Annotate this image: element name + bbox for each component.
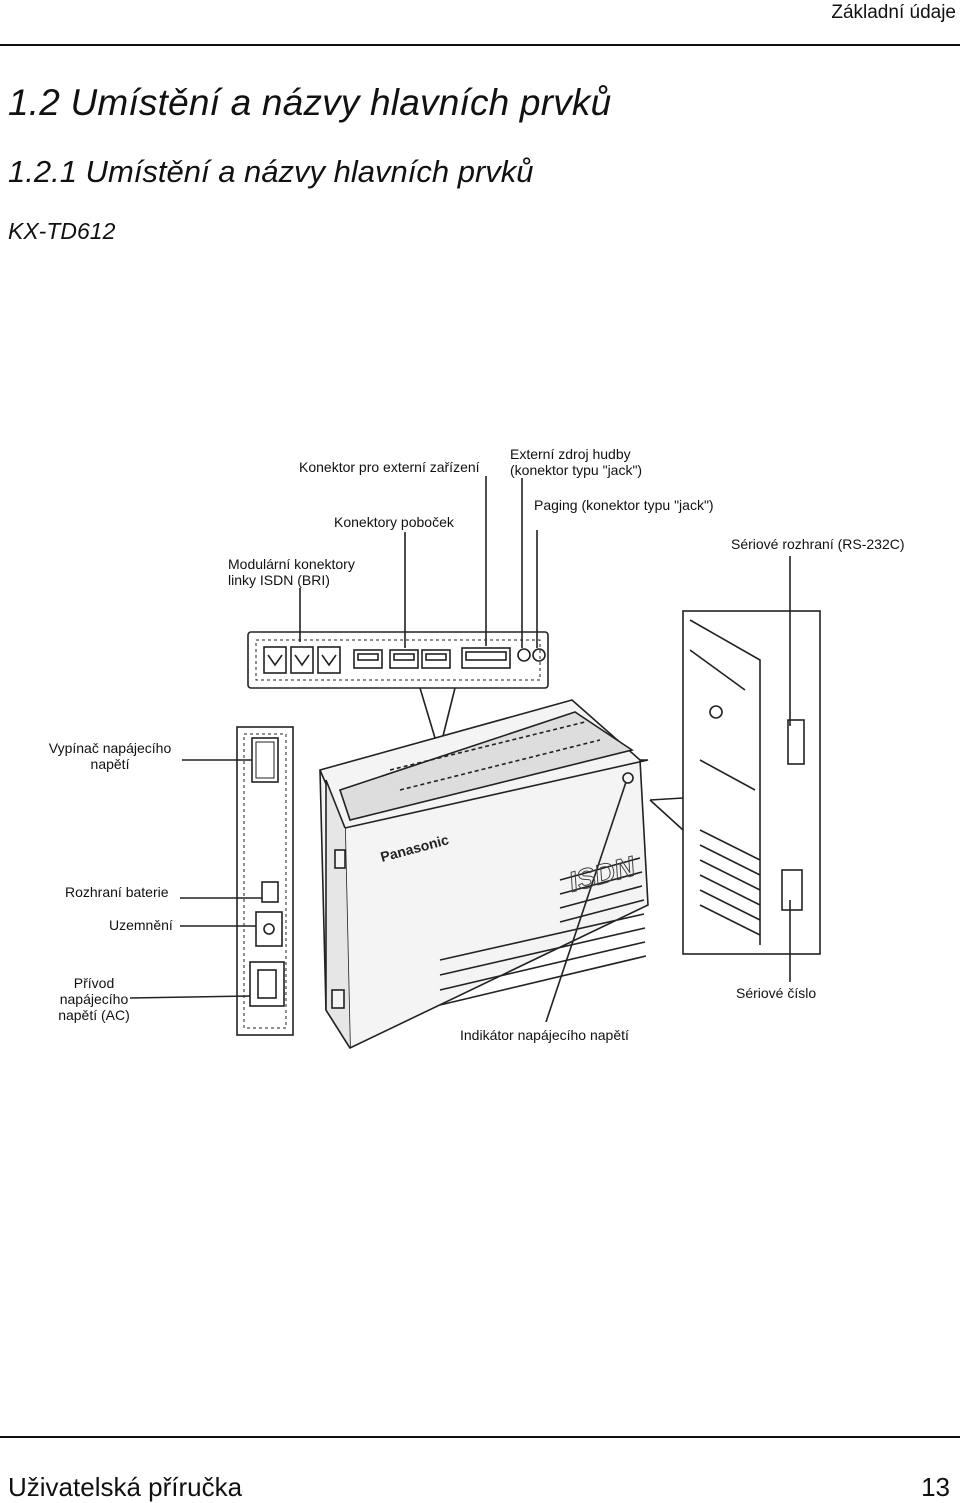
- label-battery: Rozhraní baterie: [65, 884, 169, 900]
- footer-rule: [0, 1436, 960, 1438]
- isdn-jacks: [263, 646, 341, 674]
- rs232-port: [787, 719, 805, 765]
- label-power-indicator: Indikátor napájecího napětí: [460, 1027, 629, 1043]
- battery-port: [261, 881, 279, 903]
- page-number: 13: [921, 1472, 950, 1502]
- page-title: 1.2 Umístění a názvy hlavních prvků: [8, 82, 612, 123]
- label-rs232: Sériové rozhraní (RS-232C): [731, 536, 905, 552]
- ground-terminal: [255, 911, 283, 947]
- serial-number-plate: [781, 869, 803, 911]
- left-side-panel: [236, 726, 294, 1036]
- label-paging: Paging (konektor typu "jack"): [534, 497, 714, 513]
- label-music-source: Externí zdroj hudby(konektor typu "jack"…: [510, 446, 643, 478]
- model-name: KX-TD612: [8, 218, 116, 244]
- ac-inlet: [249, 961, 285, 1007]
- section-header: Základní údaje: [831, 2, 956, 23]
- section-title: 1.2.1 Umístění a názvy hlavních prvků: [8, 154, 534, 189]
- footer-manual-title: Uživatelská příručka: [8, 1472, 243, 1502]
- header-rule: [0, 44, 960, 46]
- right-side-panel: [649, 610, 821, 955]
- label-serial-number: Sériové číslo: [736, 985, 817, 1001]
- external-device-connector: [461, 647, 511, 669]
- label-extension-connectors: Konektory poboček: [334, 514, 454, 530]
- paging-jack: [532, 648, 546, 662]
- music-jack: [517, 648, 531, 662]
- extension-connectors: [353, 649, 451, 669]
- device-body: [319, 699, 649, 1050]
- label-external-device: Konektor pro externí zařízení: [299, 459, 480, 475]
- label-ground: Uzemnění: [109, 917, 173, 933]
